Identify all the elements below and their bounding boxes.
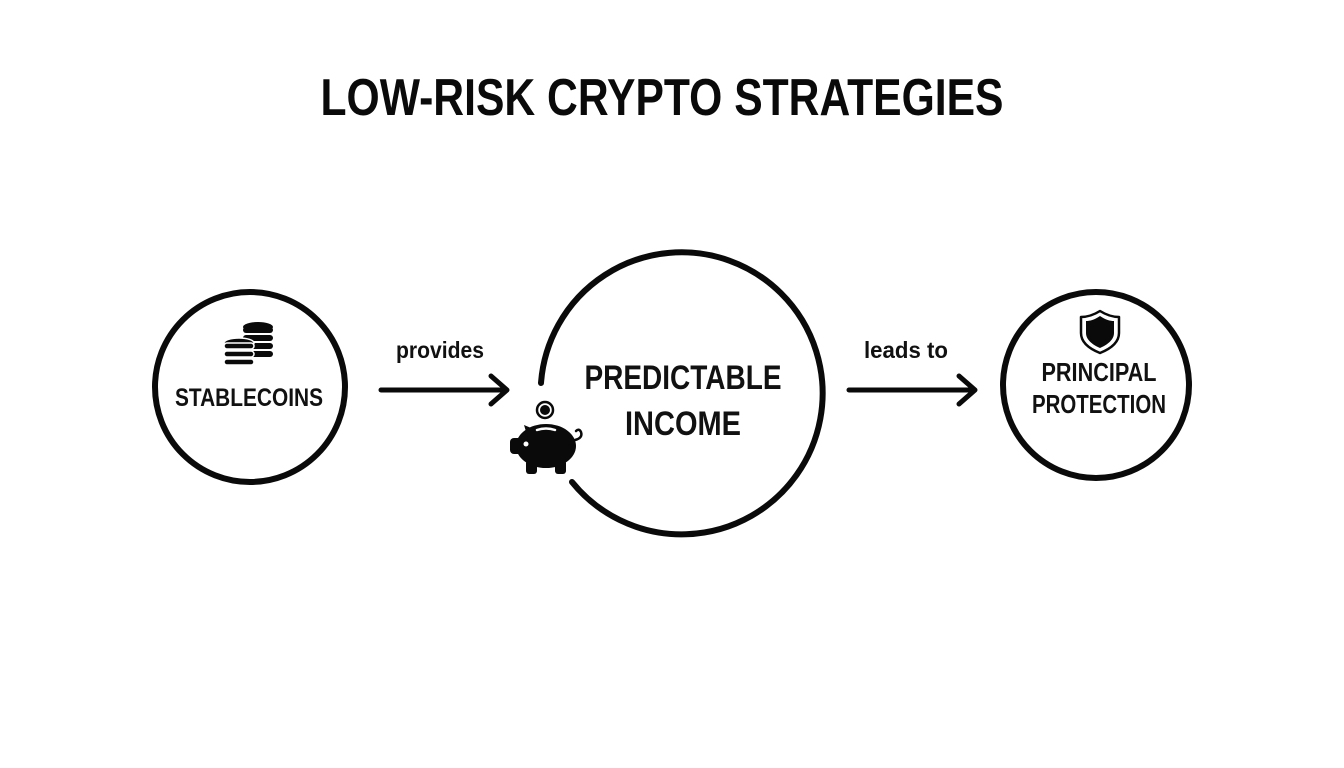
node-label-line-2: INCOME — [625, 405, 741, 443]
node-label-line-1: PREDICTABLE — [585, 359, 782, 397]
arrow-right-icon — [846, 373, 978, 407]
edge-label: leads to — [864, 337, 948, 363]
node-circle — [538, 249, 826, 538]
piggy-bank-icon — [510, 400, 583, 474]
node-predictable-income: PREDICTABLE INCOME — [510, 249, 826, 538]
edge-provides: provides — [378, 337, 510, 407]
diagram-title: LOW-RISK CRYPTO STRATEGIES — [320, 69, 1004, 127]
coin-stack-icon — [223, 322, 273, 366]
node-label-line-1: PRINCIPAL — [1042, 357, 1157, 387]
shield-icon — [1079, 309, 1121, 355]
node-principal-protection: PRINCIPAL PROTECTION — [1000, 289, 1192, 481]
edge-leads-to: leads to — [846, 337, 978, 407]
node-stablecoins: STABLECOINS — [152, 289, 348, 485]
node-circle — [152, 289, 348, 485]
node-label: STABLECOINS — [175, 384, 323, 412]
node-label-line-2: PROTECTION — [1032, 389, 1166, 419]
arrow-right-icon — [378, 373, 510, 407]
node-circle — [1000, 289, 1192, 481]
edge-label: provides — [396, 337, 484, 363]
